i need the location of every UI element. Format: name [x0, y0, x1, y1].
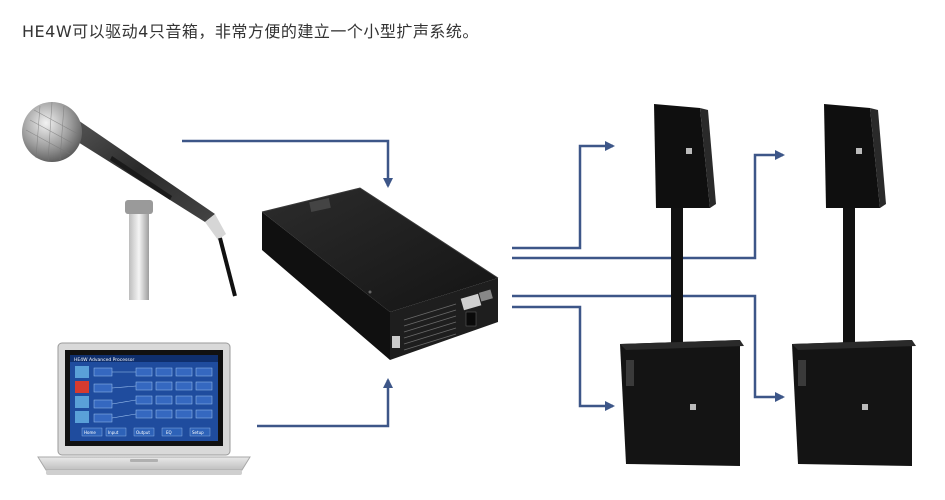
laptop-icon: HE4W Advanced Processor Home Input Outpu… [37, 342, 251, 475]
speaker-icon [824, 104, 886, 208]
arrow-icon [512, 150, 785, 260]
laptop-tab-label: Setup [192, 430, 204, 435]
speaker-icon [654, 104, 716, 208]
laptop-tab-label: Home [84, 430, 96, 435]
laptop-screen-title: HE4W Advanced Processor [74, 357, 134, 363]
laptop-tab-label: Output [136, 430, 150, 435]
caption-title: HE4W可以驱动4只音箱，非常方便的建立一个小型扩声系统。 [22, 22, 479, 41]
microphone-icon [22, 101, 237, 300]
arrow-icon [512, 294, 785, 402]
subwoofer-icon [792, 340, 916, 466]
processor-device-icon [261, 187, 499, 360]
speaker-pole [843, 200, 855, 350]
arrow-icon [182, 139, 393, 188]
arrow-icon [512, 141, 615, 250]
laptop-tab-label: Input [108, 430, 119, 435]
speaker-stack-right [792, 104, 916, 466]
speaker-stack-left [620, 104, 744, 466]
arrow-icon [512, 305, 615, 411]
speaker-pole [671, 200, 683, 350]
arrow-icon [257, 378, 393, 428]
signal-lines [182, 139, 785, 428]
subwoofer-icon [620, 340, 744, 466]
laptop-tab-label: EQ [166, 430, 172, 435]
